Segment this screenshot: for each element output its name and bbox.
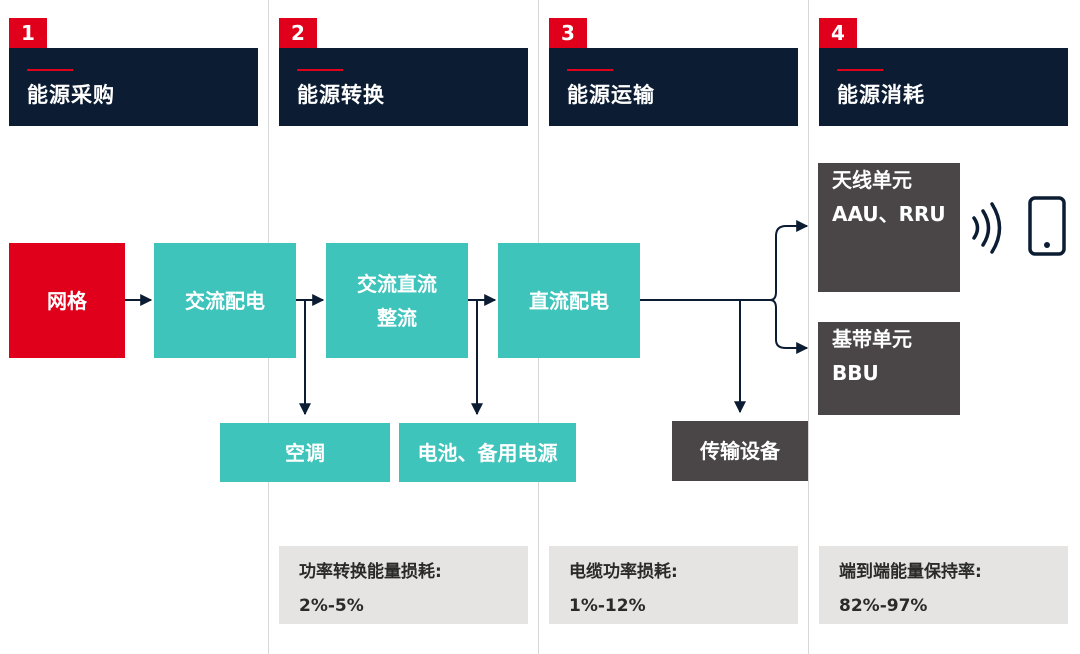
- stage-2-header: 能源转换: [279, 48, 528, 126]
- mobile-phone-icon: [1028, 196, 1066, 256]
- stage-4-number: 4: [819, 18, 857, 48]
- metric-label: 功率转换能量损耗:: [299, 562, 442, 582]
- wireless-signal-icon: [972, 202, 1002, 254]
- stage-1-number: 1: [9, 18, 47, 48]
- antenna-unit-node: 天线单元 AAU、RRU: [818, 163, 960, 292]
- metric-label: 端到端能量保持率:: [839, 562, 982, 582]
- bbu-label-line2: BBU: [832, 361, 879, 385]
- metric-value: 82%-97%: [839, 596, 928, 616]
- stage-4-header: 能源消耗: [819, 48, 1068, 126]
- stage-3-number: 3: [549, 18, 587, 48]
- stage-1-header: 能源采购: [9, 48, 258, 126]
- arrow-dc-to-antenna: [769, 220, 809, 301]
- metric-end-to-end-retention: 端到端能量保持率: 82%-97%: [819, 546, 1068, 624]
- header-accent-line: [27, 69, 73, 71]
- metric-value: 2%-5%: [299, 596, 364, 616]
- column-divider: [808, 0, 809, 654]
- ac-distribution-node: 交流配电: [154, 243, 296, 358]
- rectifier-label-line1: 交流直流: [357, 271, 437, 296]
- header-accent-line: [297, 69, 343, 71]
- baseband-unit-node: 基带单元 BBU: [818, 322, 960, 415]
- rectifier-label-line2: 整流: [377, 305, 417, 330]
- metric-label: 电缆功率损耗:: [569, 562, 678, 582]
- bbu-label-line1: 基带单元: [832, 327, 912, 351]
- stage-1-title: 能源采购: [27, 83, 115, 107]
- metric-cable-loss: 电缆功率损耗: 1%-12%: [549, 546, 798, 624]
- stage-4-title: 能源消耗: [837, 83, 925, 107]
- grid-node: 网格: [9, 243, 125, 358]
- stage-3-title: 能源运输: [567, 83, 655, 107]
- battery-backup-node: 电池、备用电源: [399, 423, 576, 482]
- antenna-label-line2: AAU、RRU: [832, 202, 946, 226]
- stage-3-header: 能源运输: [549, 48, 798, 126]
- header-accent-line: [837, 69, 883, 71]
- stage-2-title: 能源转换: [297, 83, 385, 107]
- metric-value: 1%-12%: [569, 596, 646, 616]
- metric-conversion-loss: 功率转换能量损耗: 2%-5%: [279, 546, 528, 624]
- stage-2-number: 2: [279, 18, 317, 48]
- arrow-dc-to-bbu: [769, 299, 809, 354]
- dc-distribution-node: 直流配电: [498, 243, 640, 358]
- transmission-equipment-node: 传输设备: [672, 421, 808, 481]
- header-accent-line: [567, 69, 613, 71]
- ac-dc-rectifier-node: 交流直流 整流: [326, 243, 468, 358]
- air-conditioning-node: 空调: [220, 423, 390, 482]
- antenna-label-line1: 天线单元: [832, 168, 912, 192]
